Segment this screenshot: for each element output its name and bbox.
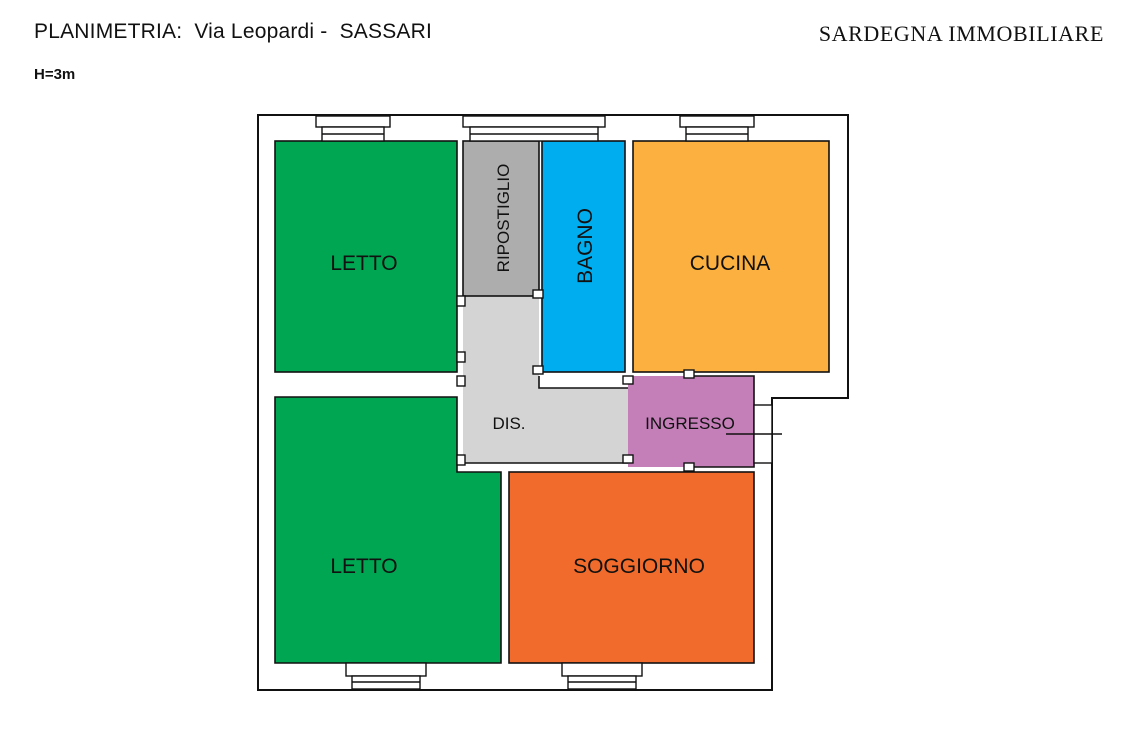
- door-jamb: [456, 454, 466, 466]
- label-soggiorno: SOGGIORNO: [573, 555, 705, 578]
- window-top-center: [462, 115, 606, 142]
- outer-wall: [257, 114, 849, 691]
- window-top-left: [315, 115, 391, 142]
- window-bottom-left: [345, 662, 427, 690]
- entrance-door: [726, 404, 782, 464]
- room-disimpegno: [463, 296, 628, 463]
- window-top-right: [679, 115, 755, 142]
- door-jamb: [532, 365, 544, 375]
- door-jamb: [532, 289, 544, 299]
- room-ingresso: [628, 376, 754, 467]
- door-jamb: [622, 454, 634, 464]
- label-disimpegno: DIS.: [492, 414, 525, 433]
- window-bottom-center: [561, 662, 643, 690]
- door-jamb: [456, 351, 466, 363]
- agency-name: SARDEGNA IMMOBILIARE: [818, 21, 1104, 46]
- label-ingresso: INGRESSO: [645, 414, 735, 433]
- room-bagno: [542, 141, 625, 372]
- label-ripostiglio: RIPOSTIGLIO: [494, 164, 513, 273]
- wall-disimpegno: [463, 376, 628, 464]
- label-cucina: CUCINA: [690, 252, 771, 275]
- room-cucina: [633, 141, 829, 372]
- room-letto-bottom: [275, 397, 501, 663]
- label-letto-bottom: LETTO: [330, 555, 397, 578]
- door-jamb: [456, 295, 466, 307]
- room-letto-top: [275, 141, 457, 372]
- door-jamb: [622, 375, 634, 385]
- plan-title: PLANIMETRIA: Via Leopardi - SASSARI: [34, 20, 433, 43]
- door-jamb: [683, 369, 695, 379]
- wall-letto-bottom: [274, 396, 502, 664]
- door-jamb: [456, 375, 466, 387]
- door-jamb: [683, 462, 695, 472]
- label-letto-top: LETTO: [330, 252, 397, 275]
- room-ripostiglio: [463, 141, 539, 296]
- label-bagno: BAGNO: [574, 208, 597, 284]
- room-soggiorno: [509, 472, 754, 663]
- ceiling-height-note: H=3m: [34, 66, 76, 83]
